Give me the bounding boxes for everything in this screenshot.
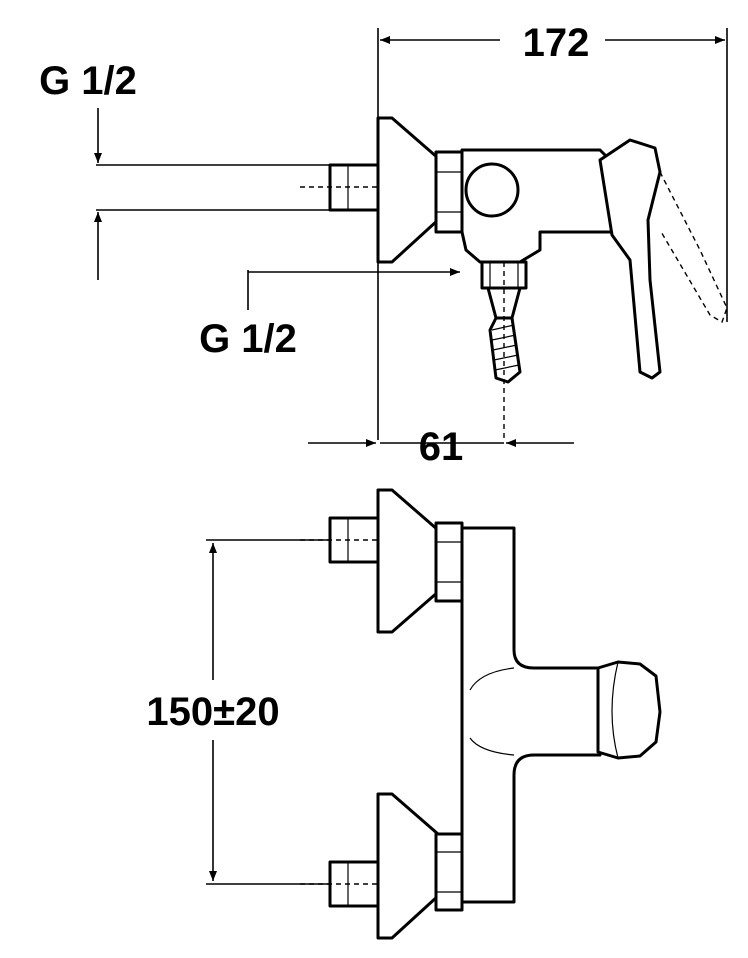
lever-handle-front bbox=[596, 660, 662, 760]
dimension-label-172: 172 bbox=[523, 21, 590, 65]
dimension-label-thread-inlet: G 1/2 bbox=[39, 59, 137, 103]
outlet-connector-side bbox=[480, 260, 528, 440]
front-view: 150±20 bbox=[146, 488, 662, 940]
dimension-overall-depth: 172 bbox=[377, 21, 728, 440]
wall-flange-side bbox=[376, 116, 440, 264]
dimension-label-thread-outlet: G 1/2 bbox=[199, 317, 297, 361]
dimension-thread-outlet: G 1/2 bbox=[199, 268, 460, 361]
inlet-connector-side bbox=[300, 163, 382, 212]
lever-handle-side bbox=[598, 138, 728, 380]
inlet-bottom-front bbox=[300, 792, 464, 940]
dimension-outlet-offset: 61 bbox=[308, 425, 574, 469]
mixer-body-front bbox=[460, 526, 602, 904]
dimension-center-distance: 150±20 bbox=[146, 539, 330, 885]
dimension-label-61: 61 bbox=[419, 425, 464, 469]
inlet-top-front bbox=[300, 488, 464, 634]
side-view: 172 G 1/2 bbox=[39, 21, 728, 469]
dimension-thread-inlet: G 1/2 bbox=[39, 59, 330, 280]
dimension-label-150: 150±20 bbox=[146, 690, 279, 734]
hex-nut-side bbox=[434, 150, 464, 234]
mixer-body-side bbox=[460, 148, 614, 264]
